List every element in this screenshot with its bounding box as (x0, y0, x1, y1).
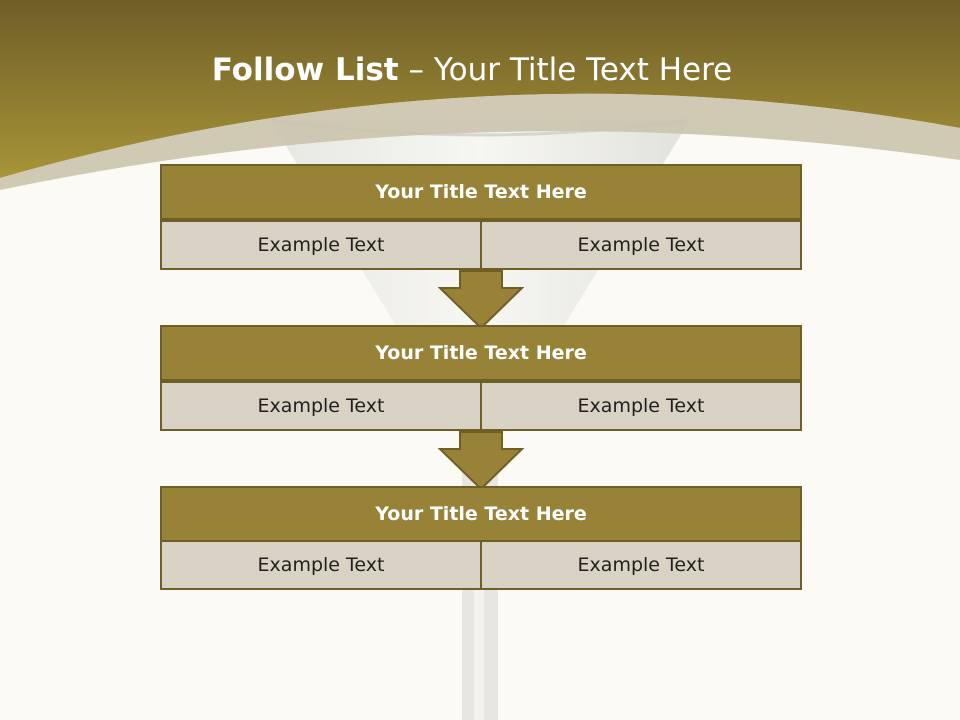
step-title-3: Your Title Text Here (160, 486, 802, 542)
step-1-right-cell: Example Text (480, 220, 802, 270)
step-block-1: Your Title Text Here Example Text Exampl… (160, 164, 802, 272)
slide-title: Follow List – Your Title Text Here (0, 52, 944, 88)
slide-title-bold: Follow List (211, 52, 399, 88)
step-title-1: Your Title Text Here (160, 164, 802, 220)
down-arrow-1 (438, 270, 524, 330)
step-3-right-cell: Example Text (480, 540, 802, 590)
step-2-right-cell: Example Text (480, 381, 802, 431)
step-3-left-cell: Example Text (160, 540, 482, 590)
step-block-3: Your Title Text Here Example Text Exampl… (160, 486, 802, 592)
header-stripe (0, 93, 960, 190)
slide-title-rest: – Your Title Text Here (408, 52, 733, 88)
step-block-2: Your Title Text Here Example Text Exampl… (160, 325, 802, 433)
down-arrow-2 (438, 431, 524, 491)
step-2-left-cell: Example Text (160, 381, 482, 431)
step-1-left-cell: Example Text (160, 220, 482, 270)
header-band (0, 0, 960, 178)
step-title-2: Your Title Text Here (160, 325, 802, 381)
